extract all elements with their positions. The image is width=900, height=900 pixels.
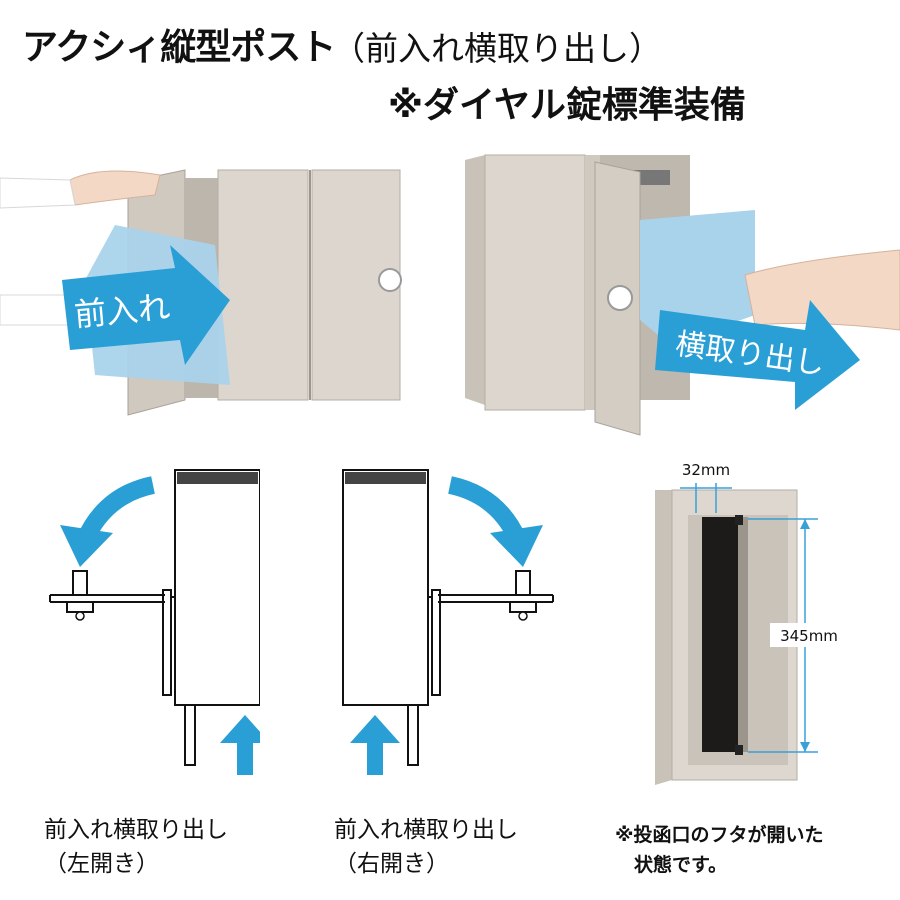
up-arrow-icon bbox=[220, 715, 260, 775]
up-arrow-icon bbox=[350, 715, 400, 775]
caption-left-line1: 前入れ横取り出し bbox=[44, 817, 228, 843]
page-title: アクシィ縦型ポスト bbox=[22, 27, 336, 68]
lock-note: ※ダイヤル錠標準装備 bbox=[388, 85, 746, 126]
slot-dimension-photo: 32mm 345mm bbox=[655, 461, 848, 785]
slot-note-line1: ※投函口のフタが開いた bbox=[615, 824, 824, 846]
diagram-right-open bbox=[342, 469, 554, 775]
caption-right-line1: 前入れ横取り出し bbox=[334, 817, 518, 843]
photo-side-remove: 横取り出し bbox=[465, 154, 900, 436]
slot-width-label: 32mm bbox=[682, 461, 730, 479]
photo-front-insert: 前入れ bbox=[0, 169, 402, 416]
dial-lock-icon bbox=[607, 285, 633, 311]
slot-height-label: 345mm bbox=[780, 627, 838, 645]
caption-left-open: 前入れ横取り出し （左開き） bbox=[44, 813, 228, 881]
front-insert-arrow-icon bbox=[62, 245, 230, 365]
side-remove-arrow-icon bbox=[655, 300, 860, 410]
front-insert-label: 前入れ bbox=[73, 288, 172, 334]
diagram-left-open bbox=[49, 469, 260, 775]
caption-right-line2: （右開き） bbox=[334, 851, 449, 877]
caption-right-open: 前入れ横取り出し （右開き） bbox=[334, 813, 518, 881]
slot-note: ※投函口のフタが開いた 状態です。 bbox=[615, 820, 823, 880]
caption-left-line2: （左開き） bbox=[44, 851, 159, 877]
slot-note-line2: 状態です。 bbox=[634, 854, 728, 876]
page-subtitle: （前入れ横取り出し） bbox=[332, 29, 662, 68]
dial-lock-icon bbox=[378, 268, 402, 292]
